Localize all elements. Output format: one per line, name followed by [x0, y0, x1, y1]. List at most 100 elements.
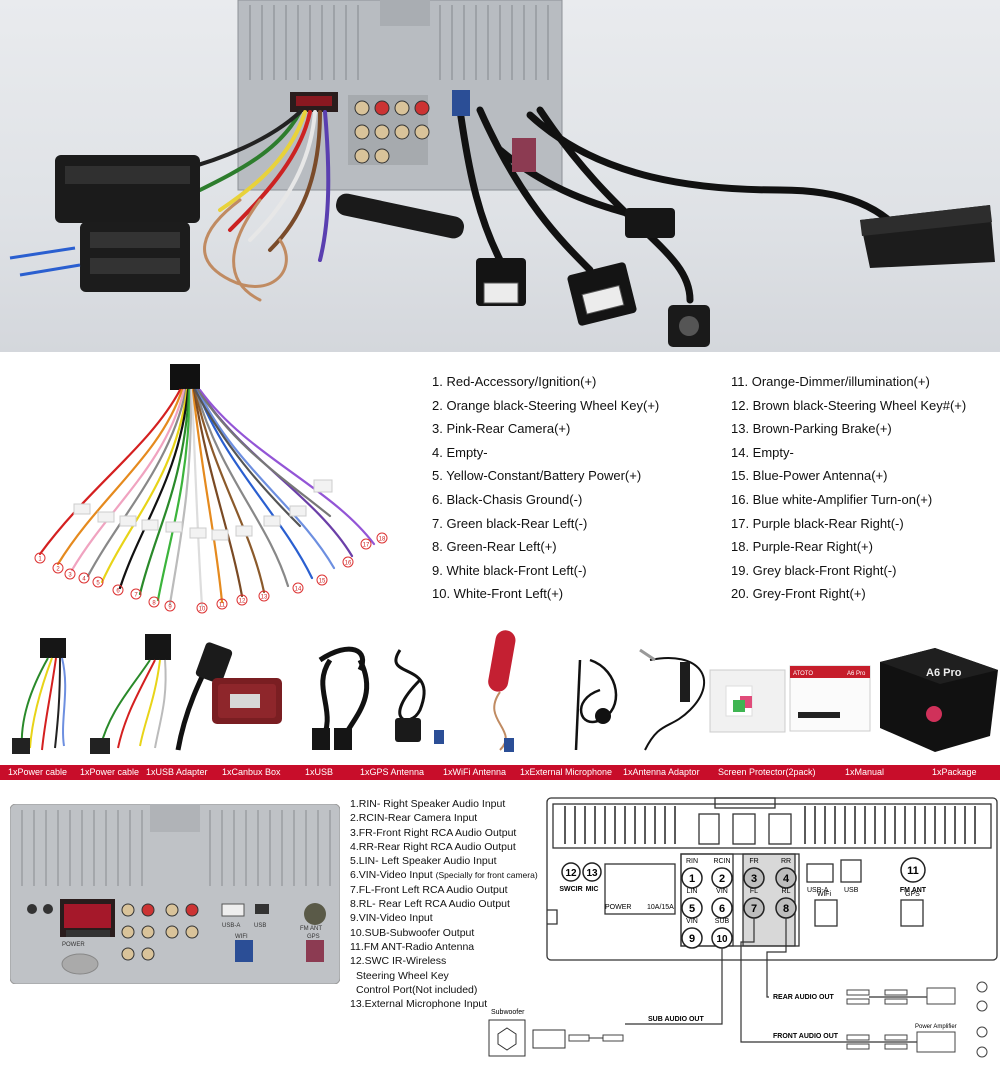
- wire-legend-item: 20. Grey-Front Right(+): [731, 586, 866, 602]
- usb-adapter: [175, 642, 233, 751]
- accessory-label: 1xExternal Microphone: [520, 767, 613, 777]
- wire-pin-number: 5: [96, 581, 100, 587]
- port-legend-item: Control Port(Not included): [356, 983, 478, 996]
- svg-text:MIC: MIC: [586, 886, 599, 893]
- svg-text:VIN: VIN: [686, 918, 698, 925]
- wire-legend-item: 14. Empty-: [731, 444, 794, 460]
- schematic-port-1: 1 RIN: [681, 858, 703, 889]
- gps-antenna: [394, 649, 444, 744]
- svg-text:12: 12: [565, 868, 577, 879]
- wire-pin-number: 2: [56, 567, 60, 573]
- front-rca-plugs: [846, 1026, 988, 1058]
- power-cable-1: [12, 638, 67, 754]
- accessory-label: 1xGPS Antenna: [360, 767, 425, 777]
- wire-pin-markers: [34, 532, 388, 614]
- accessory-label: 1xPower cable: [80, 767, 140, 777]
- accessories-illustration: ATOTO A6 Pro A6 Pro: [12, 630, 998, 754]
- manual-brand: ATOTO: [793, 671, 813, 677]
- subwoofer-box: [488, 1019, 624, 1057]
- wire-legend-item: 3. Pink-Rear Camera(+): [432, 421, 571, 437]
- head-unit-rear-illustration: [9, 0, 995, 347]
- schematic-port-3: 3 FR: [743, 858, 765, 889]
- port-legend-item: Steering Wheel Key: [356, 969, 449, 982]
- manual-model: A6 Pro: [847, 671, 866, 677]
- sub-audio-out-label: SUB AUDIO OUT: [648, 1016, 704, 1023]
- wire-pin-number: 8: [152, 601, 156, 607]
- screen-protector: [709, 669, 786, 733]
- wire-legend-item: 8. Green-Rear Left(+): [432, 539, 557, 555]
- subwoofer-label: Subwoofer: [491, 1009, 525, 1016]
- back-photo-usb-label: USB: [254, 923, 266, 929]
- rear-audio-out-label: REAR AUDIO OUT: [773, 994, 835, 1001]
- wire-legend-item: 9. White black-Front Left(-): [432, 562, 587, 578]
- wire-legend-item: 11. Orange-Dimmer/illumination(+): [731, 374, 930, 389]
- wire-legend-item: 4. Empty-: [432, 444, 488, 460]
- schematic-port-4: 4 RR: [775, 858, 797, 889]
- svg-text:SUB: SUB: [715, 918, 730, 925]
- port-legend-item: 12.SWC IR-Wireless: [350, 955, 447, 968]
- svg-text:9: 9: [689, 933, 695, 945]
- back-photo-fm-label: FM ANT: [300, 926, 322, 932]
- port-legend: 1.RIN- Right Speaker Audio Input 2.RCIN-…: [350, 797, 538, 1011]
- accessories-label-band: 1xPower cable 1xPower cable 1xUSB Adapte…: [0, 765, 1000, 780]
- accessory-label: Screen Protector(2pack): [718, 767, 816, 777]
- schematic-port-13: 13 MIC: [582, 862, 602, 893]
- port-legend-item: 5.LIN- Left Speaker Audio Input: [350, 855, 497, 868]
- svg-text:FR: FR: [749, 858, 758, 865]
- wire-legend-item: 13. Brown-Parking Brake(+): [731, 421, 892, 437]
- wire-pin-number: 3: [68, 573, 72, 579]
- accessory-label: 1xUSB Adapter: [146, 767, 208, 777]
- wire-legend-item: 19. Grey black-Front Right(-): [731, 562, 897, 578]
- port-legend-item: 7.FL-Front Left RCA Audio Output: [350, 883, 508, 896]
- wire-legend-item: 6. Black-Chasis Ground(-): [432, 491, 583, 507]
- svg-text:4: 4: [783, 873, 790, 885]
- port-legend-item: 2.RCIN-Rear Camera Input: [350, 812, 478, 825]
- wire-legend-item: 10. White-Front Left(+): [432, 586, 564, 602]
- power-cable-2: [90, 634, 171, 754]
- back-photo-wifi-label: WIFI: [235, 934, 248, 940]
- wire-labels: [73, 479, 333, 541]
- svg-text:8: 8: [783, 903, 789, 915]
- accessory-label: 1xManual: [845, 767, 885, 777]
- schematic-fins: [564, 806, 976, 844]
- schematic-port-9: 9 VIN: [681, 918, 703, 949]
- svg-text:SWCIR: SWCIR: [559, 886, 582, 893]
- wire-legend-item: 15. Blue-Power Antenna(+): [731, 468, 888, 484]
- power-amplifier-label: Power Amplifier: [915, 1024, 957, 1030]
- wire-pin-number: 11: [219, 603, 226, 609]
- wifi-antenna: [488, 630, 516, 752]
- wire-legend-item: 16. Blue white-Amplifier Turn-on(+): [731, 491, 933, 507]
- back-photo-gps-label: GPS: [307, 934, 320, 940]
- accessory-label: 1xPackage: [932, 767, 977, 777]
- wire-pin-number: 7: [134, 593, 138, 599]
- wire-legend-item: 12. Brown black-Steering Wheel Key#(+): [731, 397, 967, 413]
- schematic-port-6: 6 VIN: [711, 888, 733, 919]
- svg-text:RIN: RIN: [686, 858, 698, 865]
- svg-text:2: 2: [719, 873, 725, 885]
- schematic-fuse-label: 10A/15A: [647, 904, 674, 911]
- rear-audio-out-box: [769, 990, 869, 1002]
- port-legend-item: 13.External Microphone Input: [350, 998, 488, 1011]
- wire-pin-number: 13: [261, 595, 268, 601]
- port-legend-item: 3.FR-Front Right RCA Audio Output: [350, 826, 517, 839]
- manual: [789, 665, 871, 732]
- schematic-port-11: 11 FM ANT: [900, 857, 927, 894]
- back-panel-section: POWER USB-A USB WIFI FM ANT GPS 1.RIN- R…: [0, 782, 1000, 1072]
- antenna-adaptor: [639, 648, 706, 751]
- accessory-label: 1xAntenna Adaptor: [623, 767, 700, 777]
- wire-pin-number: 18: [379, 537, 386, 543]
- accessory-label: 1xWiFi Antenna: [443, 767, 507, 777]
- wire-pin-number: 10: [199, 607, 206, 613]
- svg-text:RR: RR: [781, 858, 791, 865]
- svg-text:10: 10: [716, 934, 728, 945]
- schematic-gps-label: GPS: [905, 891, 920, 898]
- wire-pin-number: 17: [363, 543, 370, 549]
- external-microphone: [574, 658, 618, 751]
- svg-text:FM ANT: FM ANT: [900, 887, 927, 894]
- schematic-usb-label: USB: [844, 887, 859, 894]
- port-legend-item: 1.RIN- Right Speaker Audio Input: [350, 798, 506, 810]
- package-box: [880, 648, 998, 752]
- svg-text:FL: FL: [750, 888, 758, 895]
